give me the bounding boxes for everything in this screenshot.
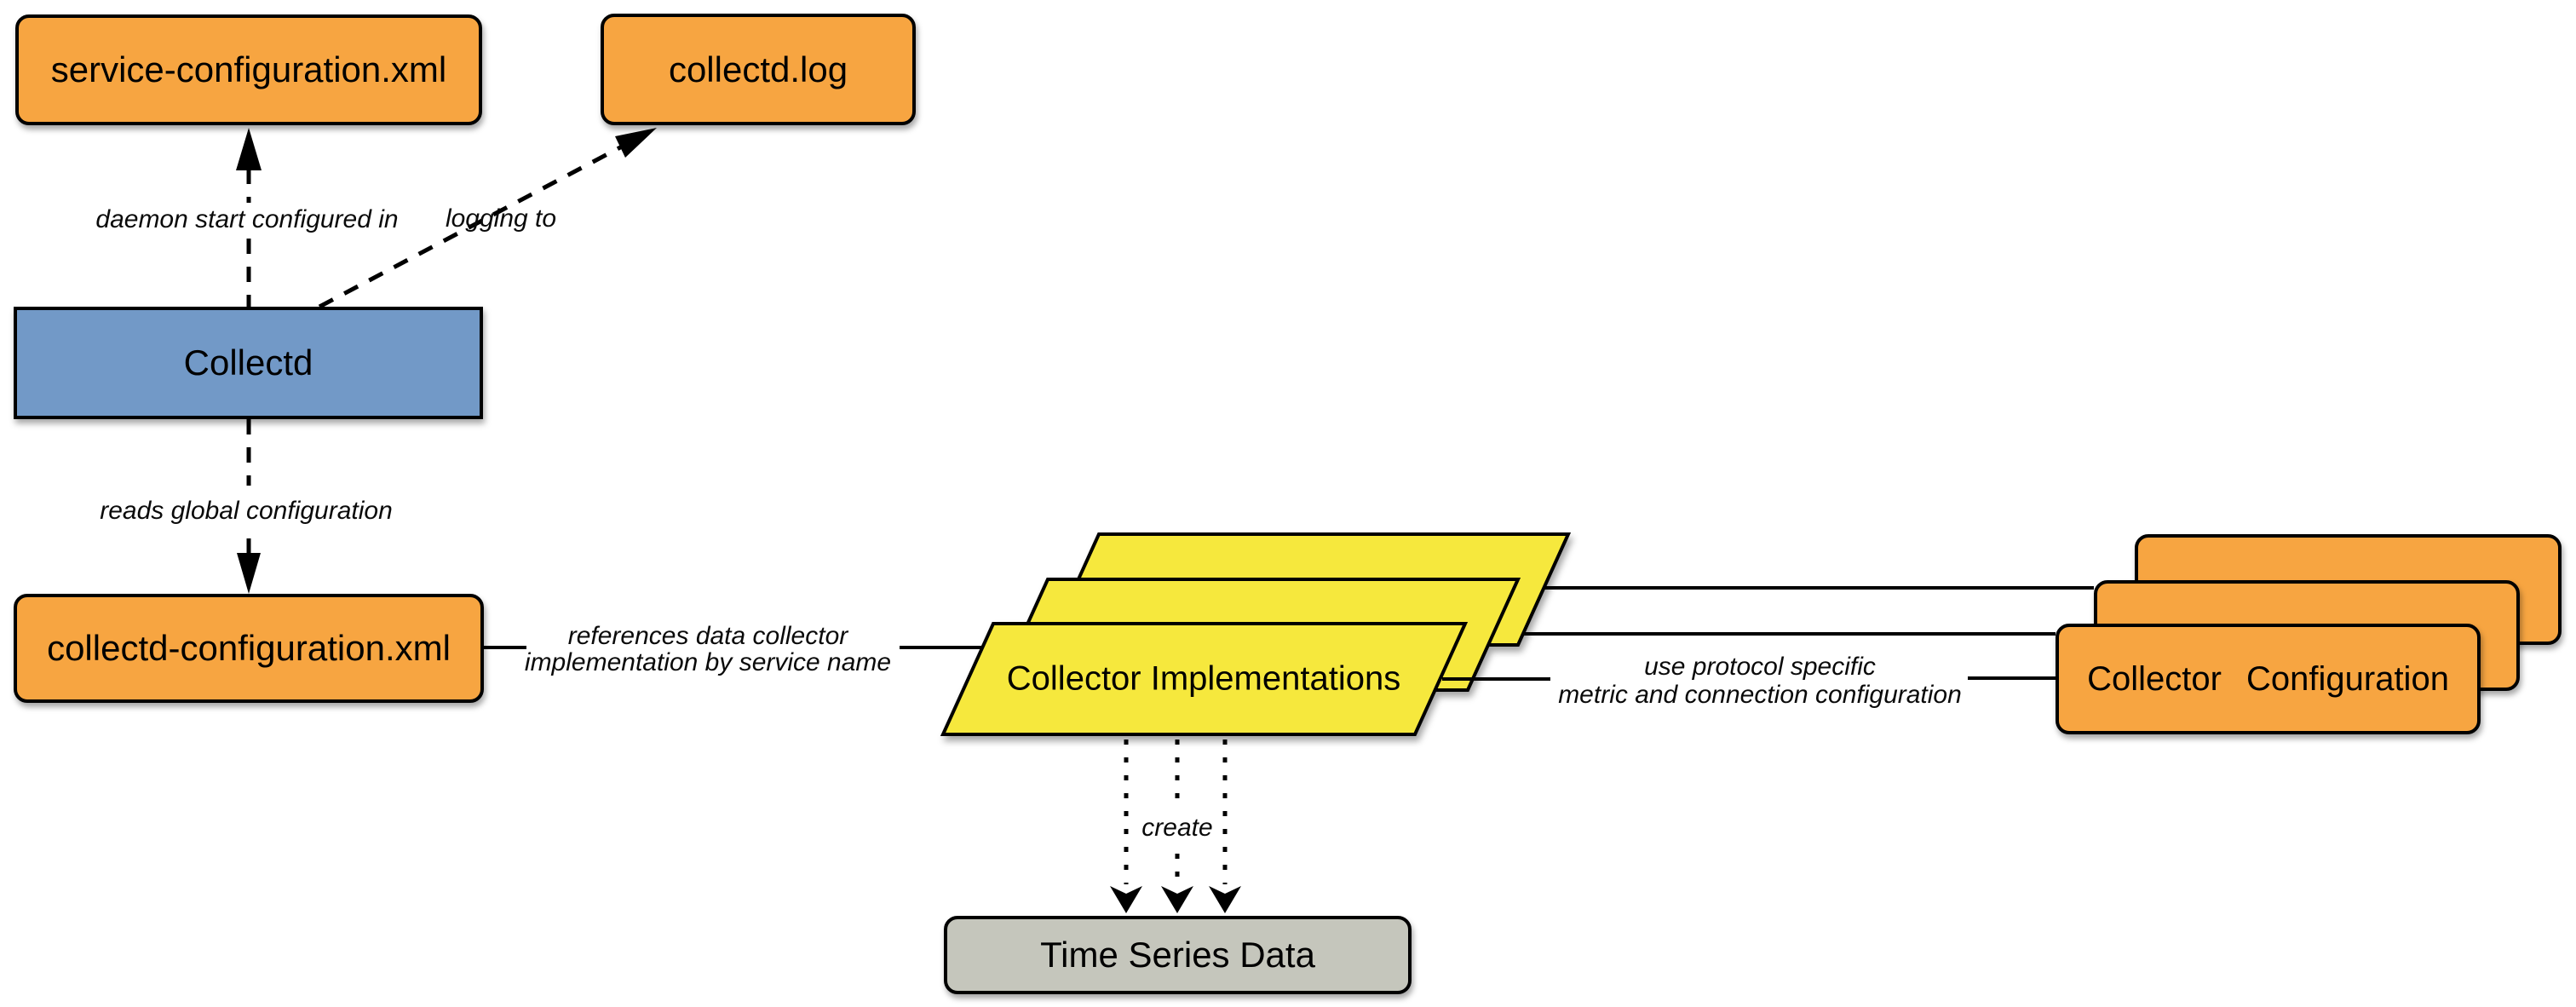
node-collectd-configuration: collectd-configuration.xml	[14, 594, 484, 703]
node-collectd-configuration-label: collectd-configuration.xml	[47, 628, 451, 668]
arrowhead-up-icon	[236, 128, 262, 170]
node-time-series-data-label: Time Series Data	[1040, 935, 1315, 975]
edge-label-reads-global: reads global configuration	[100, 497, 393, 525]
edge-label-references-line1: references data collector	[567, 622, 848, 650]
create-arrowhead-1-icon	[1110, 886, 1142, 913]
edge-label-use-protocol-line2: metric and connection configuration	[1558, 681, 1962, 709]
create-arrowhead-3-icon	[1209, 886, 1241, 913]
edge-label-references-line2: implementation by service name	[524, 648, 892, 676]
collector-implementations-stack	[940, 532, 1572, 736]
edge-label-daemon-start: daemon start configured in	[95, 205, 399, 233]
node-collectd-log-label: collectd.log	[668, 49, 848, 89]
node-collectd-log: collectd.log	[601, 14, 916, 125]
edge-use-protocol	[1442, 586, 2094, 681]
parallelogram-front	[940, 622, 1469, 736]
edge-label-create: create	[1141, 814, 1213, 842]
edge-logging-to	[318, 144, 624, 309]
node-collectd-label: Collectd	[183, 342, 313, 383]
edge-create	[1124, 739, 1228, 884]
arrowhead-down-icon	[237, 553, 261, 594]
node-time-series-data: Time Series Data	[944, 916, 1412, 994]
node-collector-configuration: Collector Configuration	[2056, 624, 2481, 734]
edge-label-use-protocol: use protocol specific metric and connect…	[1558, 653, 1962, 709]
node-service-configuration: service-configuration.xml	[15, 14, 482, 125]
arrowhead-diagonal-icon	[615, 128, 657, 158]
node-service-configuration-label: service-configuration.xml	[50, 49, 447, 89]
edge-label-use-protocol-line1: use protocol specific	[1644, 653, 1876, 681]
node-collectd: Collectd	[14, 307, 483, 419]
edge-label-references: references data collector implementation…	[525, 623, 891, 676]
node-collector-implementations-label: Collector Implementations	[1006, 659, 1401, 698]
create-arrowhead-2-icon	[1161, 886, 1193, 913]
edge-label-logging-to: logging to	[445, 204, 557, 233]
node-collector-configuration-label: Collector Configuration	[2087, 659, 2449, 698]
